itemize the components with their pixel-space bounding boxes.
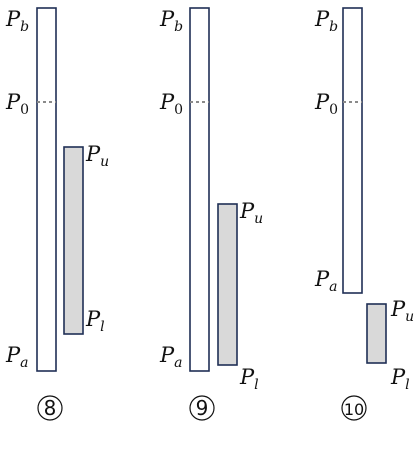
interval-box bbox=[63, 146, 84, 335]
panel-9: Pb P0 Pa Pu Pl 9 bbox=[159, 7, 263, 421]
panel-10: Pb P0 Pa Pu Pl 10 bbox=[314, 7, 414, 421]
interval-box bbox=[366, 303, 387, 364]
panel-number-circle bbox=[341, 395, 367, 421]
label-pu: Pu bbox=[390, 297, 414, 325]
label-pb: Pb bbox=[5, 7, 29, 35]
label-pa: Pa bbox=[5, 343, 29, 371]
panel-number: 8 bbox=[44, 396, 57, 420]
label-pu: Pu bbox=[239, 199, 263, 227]
label-pb: Pb bbox=[314, 7, 338, 35]
label-pl: Pl bbox=[85, 307, 105, 335]
panel-number: 10 bbox=[344, 400, 364, 419]
label-pl: Pl bbox=[239, 365, 259, 393]
label-pu: Pu bbox=[85, 142, 109, 170]
interval-box bbox=[217, 203, 238, 366]
label-p0: P0 bbox=[5, 90, 29, 118]
label-pa: Pa bbox=[159, 343, 183, 371]
label-p0: P0 bbox=[314, 90, 338, 118]
label-pa: Pa bbox=[314, 267, 338, 295]
reference-bar bbox=[189, 7, 210, 372]
label-pb: Pb bbox=[159, 7, 183, 35]
panel-number: 9 bbox=[196, 396, 209, 420]
panel-number-circle bbox=[37, 395, 63, 421]
reference-bar bbox=[342, 7, 363, 294]
label-pl: Pl bbox=[390, 365, 410, 393]
panel-number-circle bbox=[189, 395, 215, 421]
label-p0: P0 bbox=[159, 90, 183, 118]
reference-bar bbox=[36, 7, 57, 372]
panel-8: Pb P0 Pa Pu Pl 8 bbox=[5, 7, 109, 421]
